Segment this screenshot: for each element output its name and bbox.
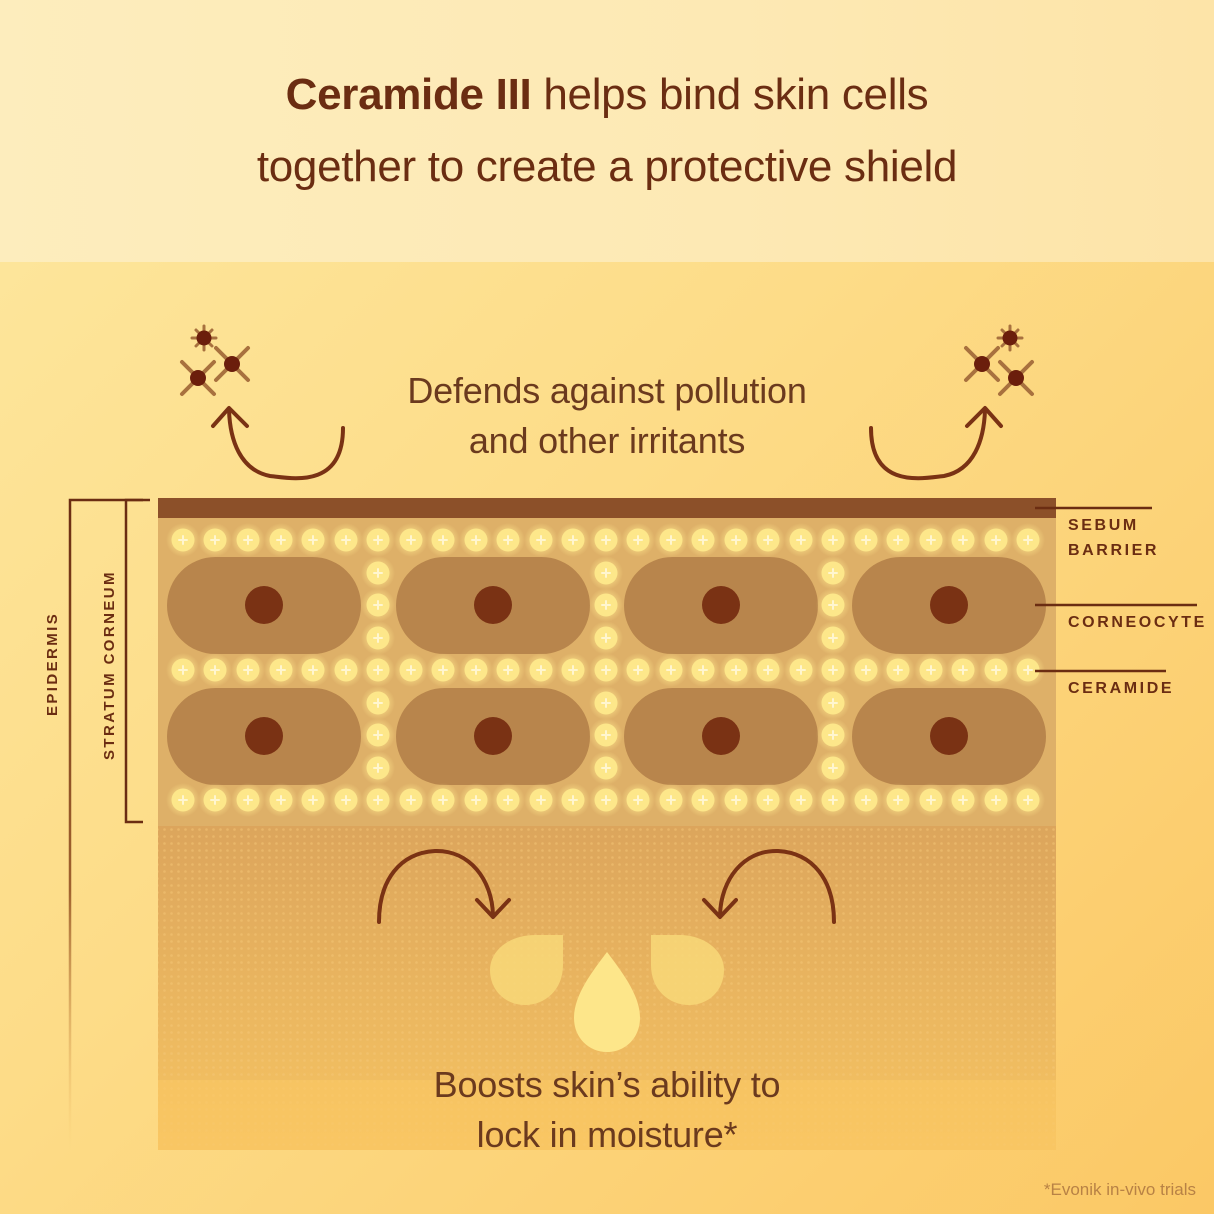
corneocyte-cells	[167, 557, 1046, 785]
defends-caption-line1: Defends against pollution	[407, 370, 807, 411]
epidermis-bracket	[68, 498, 150, 1150]
title-rest: helps bind skin cells	[531, 70, 929, 119]
label-epidermis: EPIDERMIS	[44, 611, 61, 716]
boosts-caption-line1: Boosts skin’s ability to	[433, 1064, 781, 1105]
water-drop-icons	[490, 935, 724, 1052]
boosts-caption-line2: lock in moisture*	[476, 1114, 738, 1155]
label-barrier: BARRIER	[1068, 542, 1160, 559]
legend-leader-lines	[1035, 506, 1197, 673]
label-ceramide: CERAMIDE	[1068, 680, 1175, 697]
header-band	[0, 0, 1214, 262]
title-bold: Ceramide III	[285, 70, 532, 119]
page-title-line2: together to create a protective shield	[256, 142, 958, 191]
curved-arrow-icon-right-top	[869, 303, 1003, 481]
page-title: Ceramide III helps bind skin cells	[0, 70, 1214, 120]
curved-arrow-icon-right-bottom	[702, 848, 836, 1017]
label-sebum: SEBUM	[1068, 517, 1139, 534]
defends-caption-line2: and other irritants	[468, 420, 746, 461]
stratum-corneum-bracket	[124, 498, 143, 824]
label-stratum-corneum: STRATUM CORNEUM	[101, 570, 118, 760]
footnote: *Evonik in-vivo trials	[1043, 1180, 1196, 1199]
curved-arrow-icon-left-top	[211, 303, 345, 481]
curved-arrow-icon-left-bottom	[377, 848, 511, 1017]
sebum-barrier-band	[158, 498, 1056, 518]
label-corneocyte: CORNEOCYTE	[1068, 614, 1207, 631]
